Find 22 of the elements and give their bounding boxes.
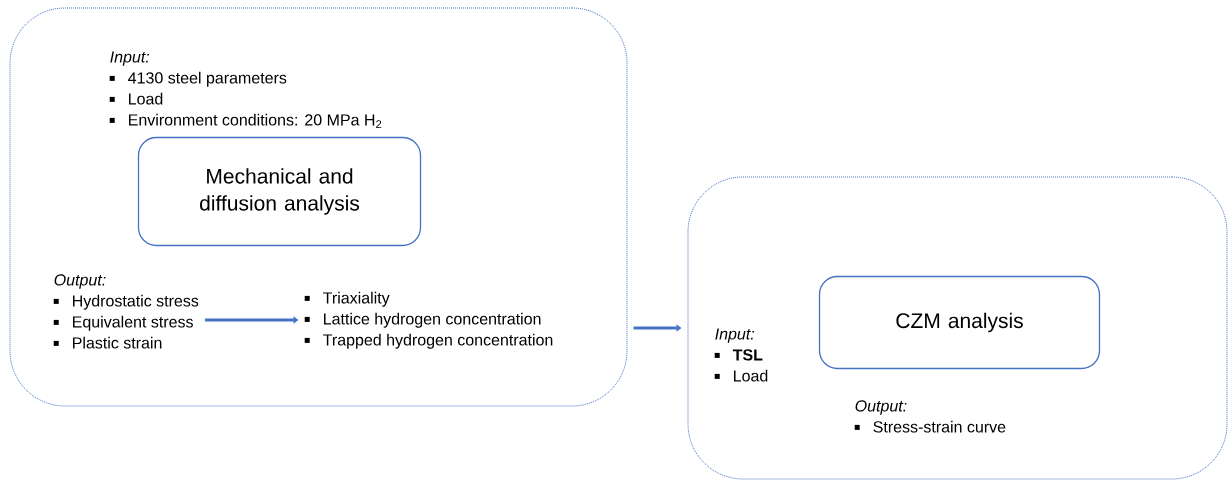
list-item: Hydrostatic stress <box>73 294 199 310</box>
list-item: Load <box>129 92 163 105</box>
process-box: CZM analysis <box>818 275 1101 370</box>
list-item: Triaxiality <box>323 291 390 307</box>
arrow <box>633 324 682 332</box>
process-box: Mechanical and diffusion analysis <box>137 136 422 247</box>
dotted-panel <box>687 176 1228 480</box>
list-item: Load <box>734 369 768 382</box>
list-heading: Output: <box>855 400 907 415</box>
list-item: Stress-strain curve <box>873 420 1006 433</box>
list-item: Lattice hydrogen concentration <box>324 312 541 328</box>
list-item: 4130 steel parameters <box>128 71 287 87</box>
arrow <box>205 316 299 324</box>
list-item: Environment conditions: 20 MPa H$_{2}$ <box>129 113 382 128</box>
list-item: Trapped hydrogen concentration <box>323 333 553 349</box>
list-item: TSL <box>732 349 763 361</box>
list-heading: Input: <box>110 51 150 66</box>
list-item: Plastic strain <box>73 336 162 349</box>
list-item: Equivalent stress <box>73 315 193 331</box>
dotted-panel <box>9 7 628 407</box>
list-heading: Input: <box>715 328 755 343</box>
list-heading: Output: <box>54 274 106 289</box>
